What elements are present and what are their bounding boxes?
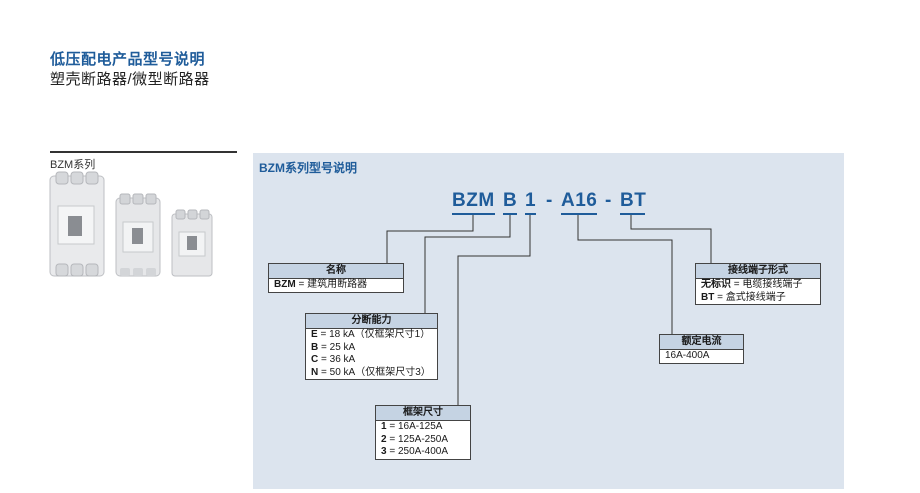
panel-top-rule [253, 151, 844, 153]
code-current-underline [561, 213, 597, 215]
breaking-box-header: 分断能力 [306, 314, 437, 329]
breaking-row: C = 36 kA [311, 354, 356, 365]
terminal-row: BT = 盒式接线端子 [701, 291, 786, 303]
frame-row: 2 = 125A-250A [381, 433, 448, 445]
code-capacity: B [503, 190, 518, 211]
code-frame: 1 [525, 190, 537, 211]
breaking-row: B = 25 kA [311, 341, 356, 353]
breaking-row: N = 50 kA（仅框架尺寸3） [311, 366, 431, 378]
code-terminal-underline [620, 213, 645, 215]
series-label: BZM系列 [50, 159, 96, 171]
breaker-product-photo [49, 171, 213, 277]
current-row: 16A-400A [665, 350, 710, 361]
code-current: A16 [561, 190, 598, 211]
page-title: 低压配电产品型号说明 [50, 51, 206, 68]
page-subtitle: 塑壳断路器/微型断路器 [50, 71, 210, 88]
code-frame-underline [525, 213, 536, 215]
frame-box-header: 框架尺寸 [376, 406, 470, 421]
code-separator-2: - [605, 190, 612, 211]
terminal-box-header: 接线端子形式 [696, 264, 820, 279]
code-capacity-underline [503, 213, 517, 215]
breaking-row: E = 18 kA（仅框架尺寸1） [311, 329, 431, 340]
small-breaker-image [171, 209, 213, 277]
large-breaker-image [49, 171, 105, 277]
frame-row: 1 = 16A-125A [381, 421, 443, 432]
name-box-header: 名称 [269, 264, 403, 279]
panel-title: BZM系列型号说明 [259, 161, 357, 175]
code-prefix-underline [452, 213, 495, 215]
code-terminal: BT [620, 190, 647, 211]
frame-row: 3 = 250A-400A [381, 446, 448, 457]
code-prefix: BZM [452, 190, 495, 211]
terminal-row: 无标识 = 电缆接线端子 [701, 279, 803, 290]
terminal-type-box: 接线端子形式 无标识 = 电缆接线端子 BT = 盒式接线端子 [695, 263, 821, 305]
code-separator-1: - [546, 190, 553, 211]
medium-breaker-image [115, 193, 161, 277]
frame-size-box: 框架尺寸 1 = 16A-125A 2 = 125A-250A 3 = 250A… [375, 405, 471, 460]
name-row: BZM = 建筑用断路器 [274, 279, 368, 290]
series-divider [50, 151, 237, 153]
name-box: 名称 BZM = 建筑用断路器 [268, 263, 404, 293]
breaking-capacity-box: 分断能力 E = 18 kA（仅框架尺寸1） B = 25 kA C = 36 … [305, 313, 438, 380]
rated-current-box: 额定电流 16A-400A [659, 334, 744, 364]
current-box-header: 额定电流 [660, 335, 743, 350]
